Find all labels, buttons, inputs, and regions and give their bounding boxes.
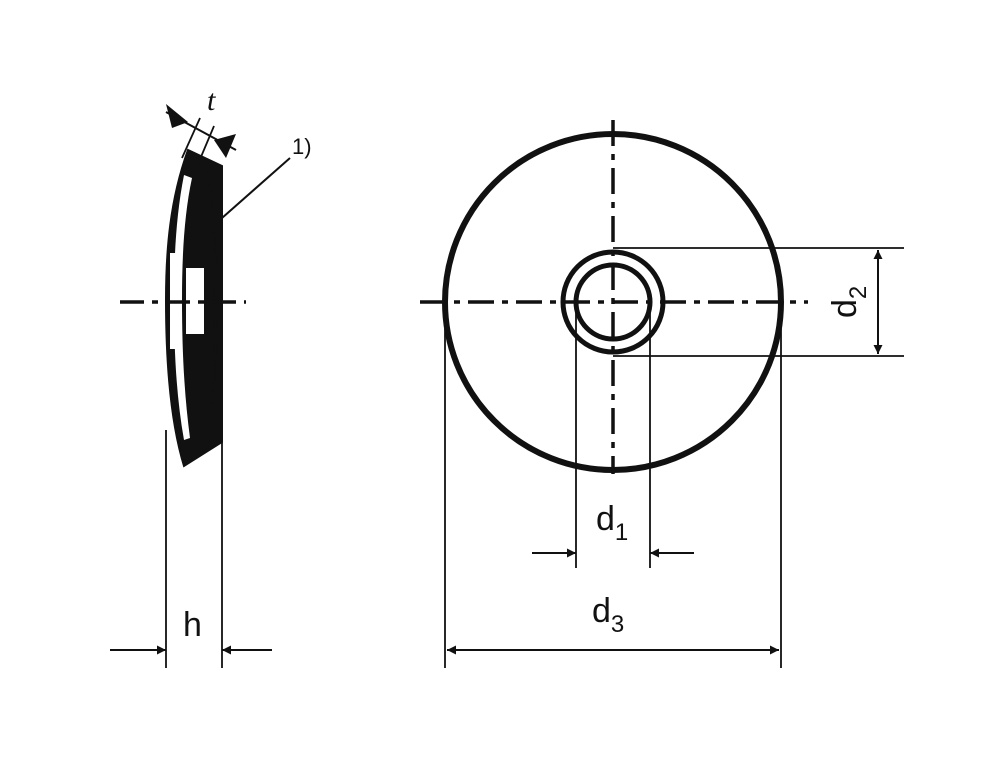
label-d2: d2	[826, 286, 872, 318]
side-view: t 1) h	[110, 84, 312, 668]
label-d1: d1	[596, 500, 628, 546]
t-ext-1	[181, 117, 201, 159]
label-t: t	[207, 84, 216, 117]
front-view: d2 d1 d3	[420, 120, 904, 668]
t-ext-2	[197, 125, 215, 165]
ref-leader-line	[221, 157, 291, 219]
t-arrow-left	[166, 104, 188, 128]
t-arrow-right	[214, 134, 236, 158]
side-view-seal-edge	[207, 169, 218, 443]
side-view-hole-right	[186, 268, 204, 334]
svg-text:d2: d2	[826, 286, 872, 318]
label-ref-1: 1)	[292, 134, 312, 159]
label-h: h	[183, 606, 202, 644]
label-d3: d3	[592, 592, 624, 638]
side-view-inner-strip	[174, 175, 192, 440]
